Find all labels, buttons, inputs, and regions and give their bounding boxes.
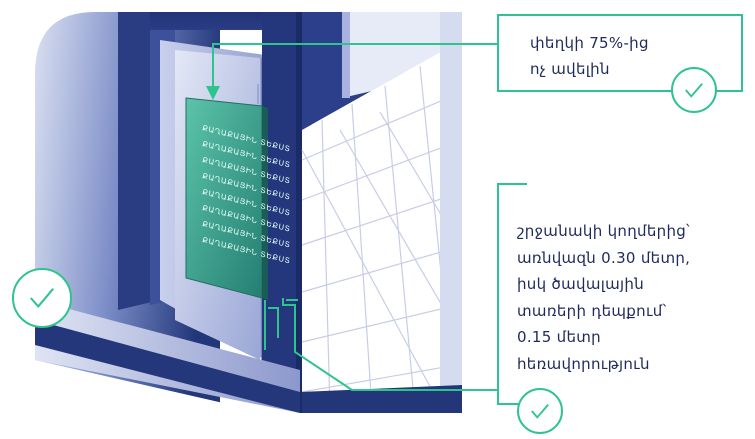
arrow-down-icon [206,86,220,100]
callout-line: փեղկի 75%-ից [530,34,649,52]
check-circle-icon [517,388,563,434]
callout-line: ոչ ավելին [530,60,610,78]
connector-lines [212,43,499,391]
distance-callout [497,183,527,405]
distance-text: շրջանակի կողմերից՝ առնվազն 0.30 մետր, իս… [517,218,690,377]
check-circle-icon [12,268,72,328]
check-circle-icon [671,67,717,113]
callout-line: հեռավորություն [517,354,650,373]
sign-size-text: փեղկի 75%-ից ոչ ավելին [530,30,649,82]
callout-line: 0.15 մետր [517,328,601,346]
callout-line: առնվազն 0.30 մետր, [517,248,691,267]
floor-grid [301,65,462,411]
callout-line: տառերի դեպքում՝ [517,301,667,320]
window-pillar [118,12,160,310]
callout-line: շրջանակի կողմերից՝ [517,222,690,240]
callout-line: իսկ ծավալային [517,275,645,293]
